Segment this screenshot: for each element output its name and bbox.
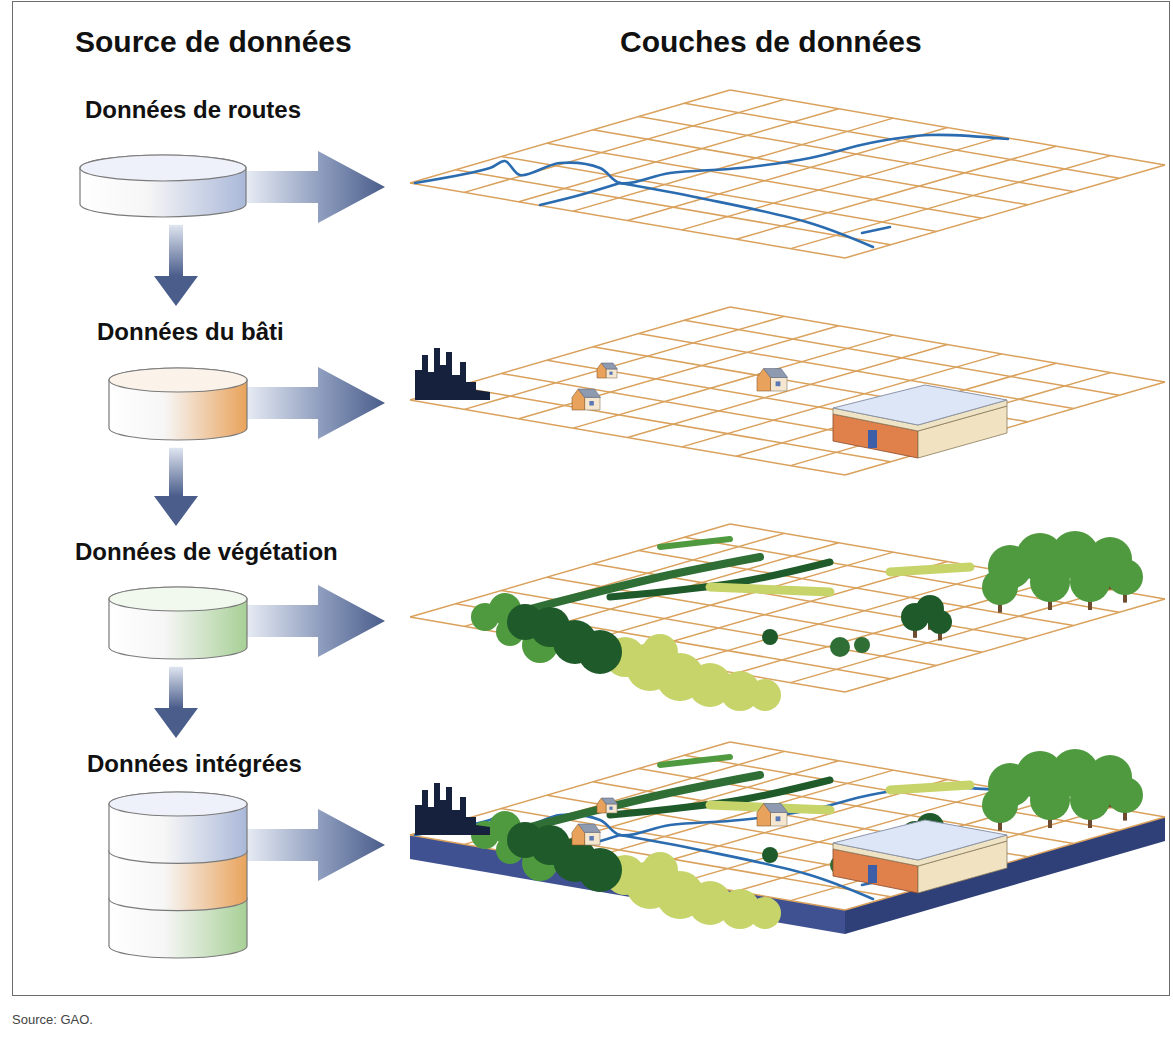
layer-arrow xyxy=(245,367,385,439)
cylinder-top xyxy=(109,368,247,392)
source-label: Données de routes xyxy=(85,96,306,125)
house-icon xyxy=(572,824,601,845)
grid-line xyxy=(410,90,730,183)
vegetation-patch xyxy=(642,852,678,888)
grid-line xyxy=(410,835,845,910)
layer-plane xyxy=(410,90,1165,258)
source-label: Données du bâti xyxy=(97,318,288,347)
cylinder-section xyxy=(109,792,247,863)
tree-icon xyxy=(982,749,1143,831)
grid-line xyxy=(519,109,839,202)
data-layer xyxy=(410,742,1165,934)
road-line xyxy=(415,135,1008,184)
layer-plane xyxy=(410,524,1165,692)
source-label: Données intégrées xyxy=(87,750,306,779)
flow-arrow xyxy=(169,448,183,496)
flow-arrow xyxy=(169,225,183,276)
vegetation-patch xyxy=(749,679,781,711)
data-source: Données de végétation xyxy=(75,538,342,661)
grid-line xyxy=(628,128,948,221)
grid-line xyxy=(410,307,730,400)
house-icon xyxy=(597,363,617,378)
cylinder-section xyxy=(80,155,246,217)
cylinder-section xyxy=(109,587,247,659)
cylinder-top xyxy=(109,587,247,611)
house-icon xyxy=(597,798,617,813)
house-icon xyxy=(757,369,788,392)
tree-icon xyxy=(901,595,952,640)
large-building xyxy=(833,820,1007,893)
grid-line xyxy=(791,156,1111,249)
grid-line xyxy=(791,590,1111,683)
source-caption: Source: GAO. xyxy=(12,1012,93,1028)
cylinder-top xyxy=(80,155,246,181)
vegetation-strip xyxy=(710,587,830,592)
layer-arrow xyxy=(245,151,385,223)
road-line xyxy=(862,227,890,233)
vegetation-strip xyxy=(610,562,830,597)
vegetation-strip xyxy=(660,539,730,547)
vegetation-patch xyxy=(762,847,778,863)
database-cylinder xyxy=(107,790,249,960)
vegetation-patch xyxy=(578,848,622,892)
database-cylinder xyxy=(107,585,249,661)
grid-line xyxy=(791,808,1111,901)
vegetation-patch xyxy=(749,897,781,929)
vegetation-strip xyxy=(610,780,830,815)
grid-line xyxy=(845,599,1165,692)
road-line xyxy=(620,183,873,247)
vegetation-patch xyxy=(762,629,778,645)
vegetation-patch xyxy=(642,634,678,670)
grid-line xyxy=(791,373,1111,466)
column-heading: Couches de données xyxy=(620,24,922,60)
data-layer xyxy=(410,524,1165,711)
layer-plane xyxy=(410,742,1165,910)
grid-line xyxy=(682,571,1002,664)
cylinder-top xyxy=(109,792,247,816)
database-cylinder xyxy=(78,153,248,219)
vegetation-strip xyxy=(890,567,970,572)
grid-line xyxy=(736,146,1056,239)
data-source: Données du bâti xyxy=(75,318,288,442)
data-source: Données de routes xyxy=(75,96,306,219)
city-skyline xyxy=(415,348,490,400)
flow-arrow xyxy=(169,667,183,708)
tree-icon xyxy=(982,531,1143,613)
data-source: Données intégrées xyxy=(75,750,306,960)
layer-arrow xyxy=(245,809,385,881)
grid-line xyxy=(464,316,784,409)
layer-arrow xyxy=(245,585,385,657)
grid-line xyxy=(464,99,784,192)
data-layer xyxy=(410,90,1165,258)
vegetation-patch xyxy=(854,637,870,653)
vegetation-strip xyxy=(660,757,730,765)
grid-line xyxy=(410,617,845,692)
city-skyline xyxy=(415,783,490,835)
data-layer xyxy=(410,307,1165,475)
layer-plane xyxy=(410,307,1165,475)
grid-line xyxy=(519,326,839,419)
vegetation-patch xyxy=(830,637,850,657)
cylinder-section xyxy=(109,368,247,440)
column-heading: Source de données xyxy=(75,24,352,60)
house-icon xyxy=(572,389,601,410)
vegetation-strip xyxy=(890,785,970,790)
grid-line xyxy=(573,118,893,211)
house-icon xyxy=(757,804,788,827)
vegetation-patch xyxy=(578,630,622,674)
grid-line xyxy=(845,165,1165,258)
road-line xyxy=(540,183,620,205)
large-building xyxy=(833,385,1007,458)
database-cylinder xyxy=(107,366,249,442)
source-label: Données de végétation xyxy=(75,538,342,567)
